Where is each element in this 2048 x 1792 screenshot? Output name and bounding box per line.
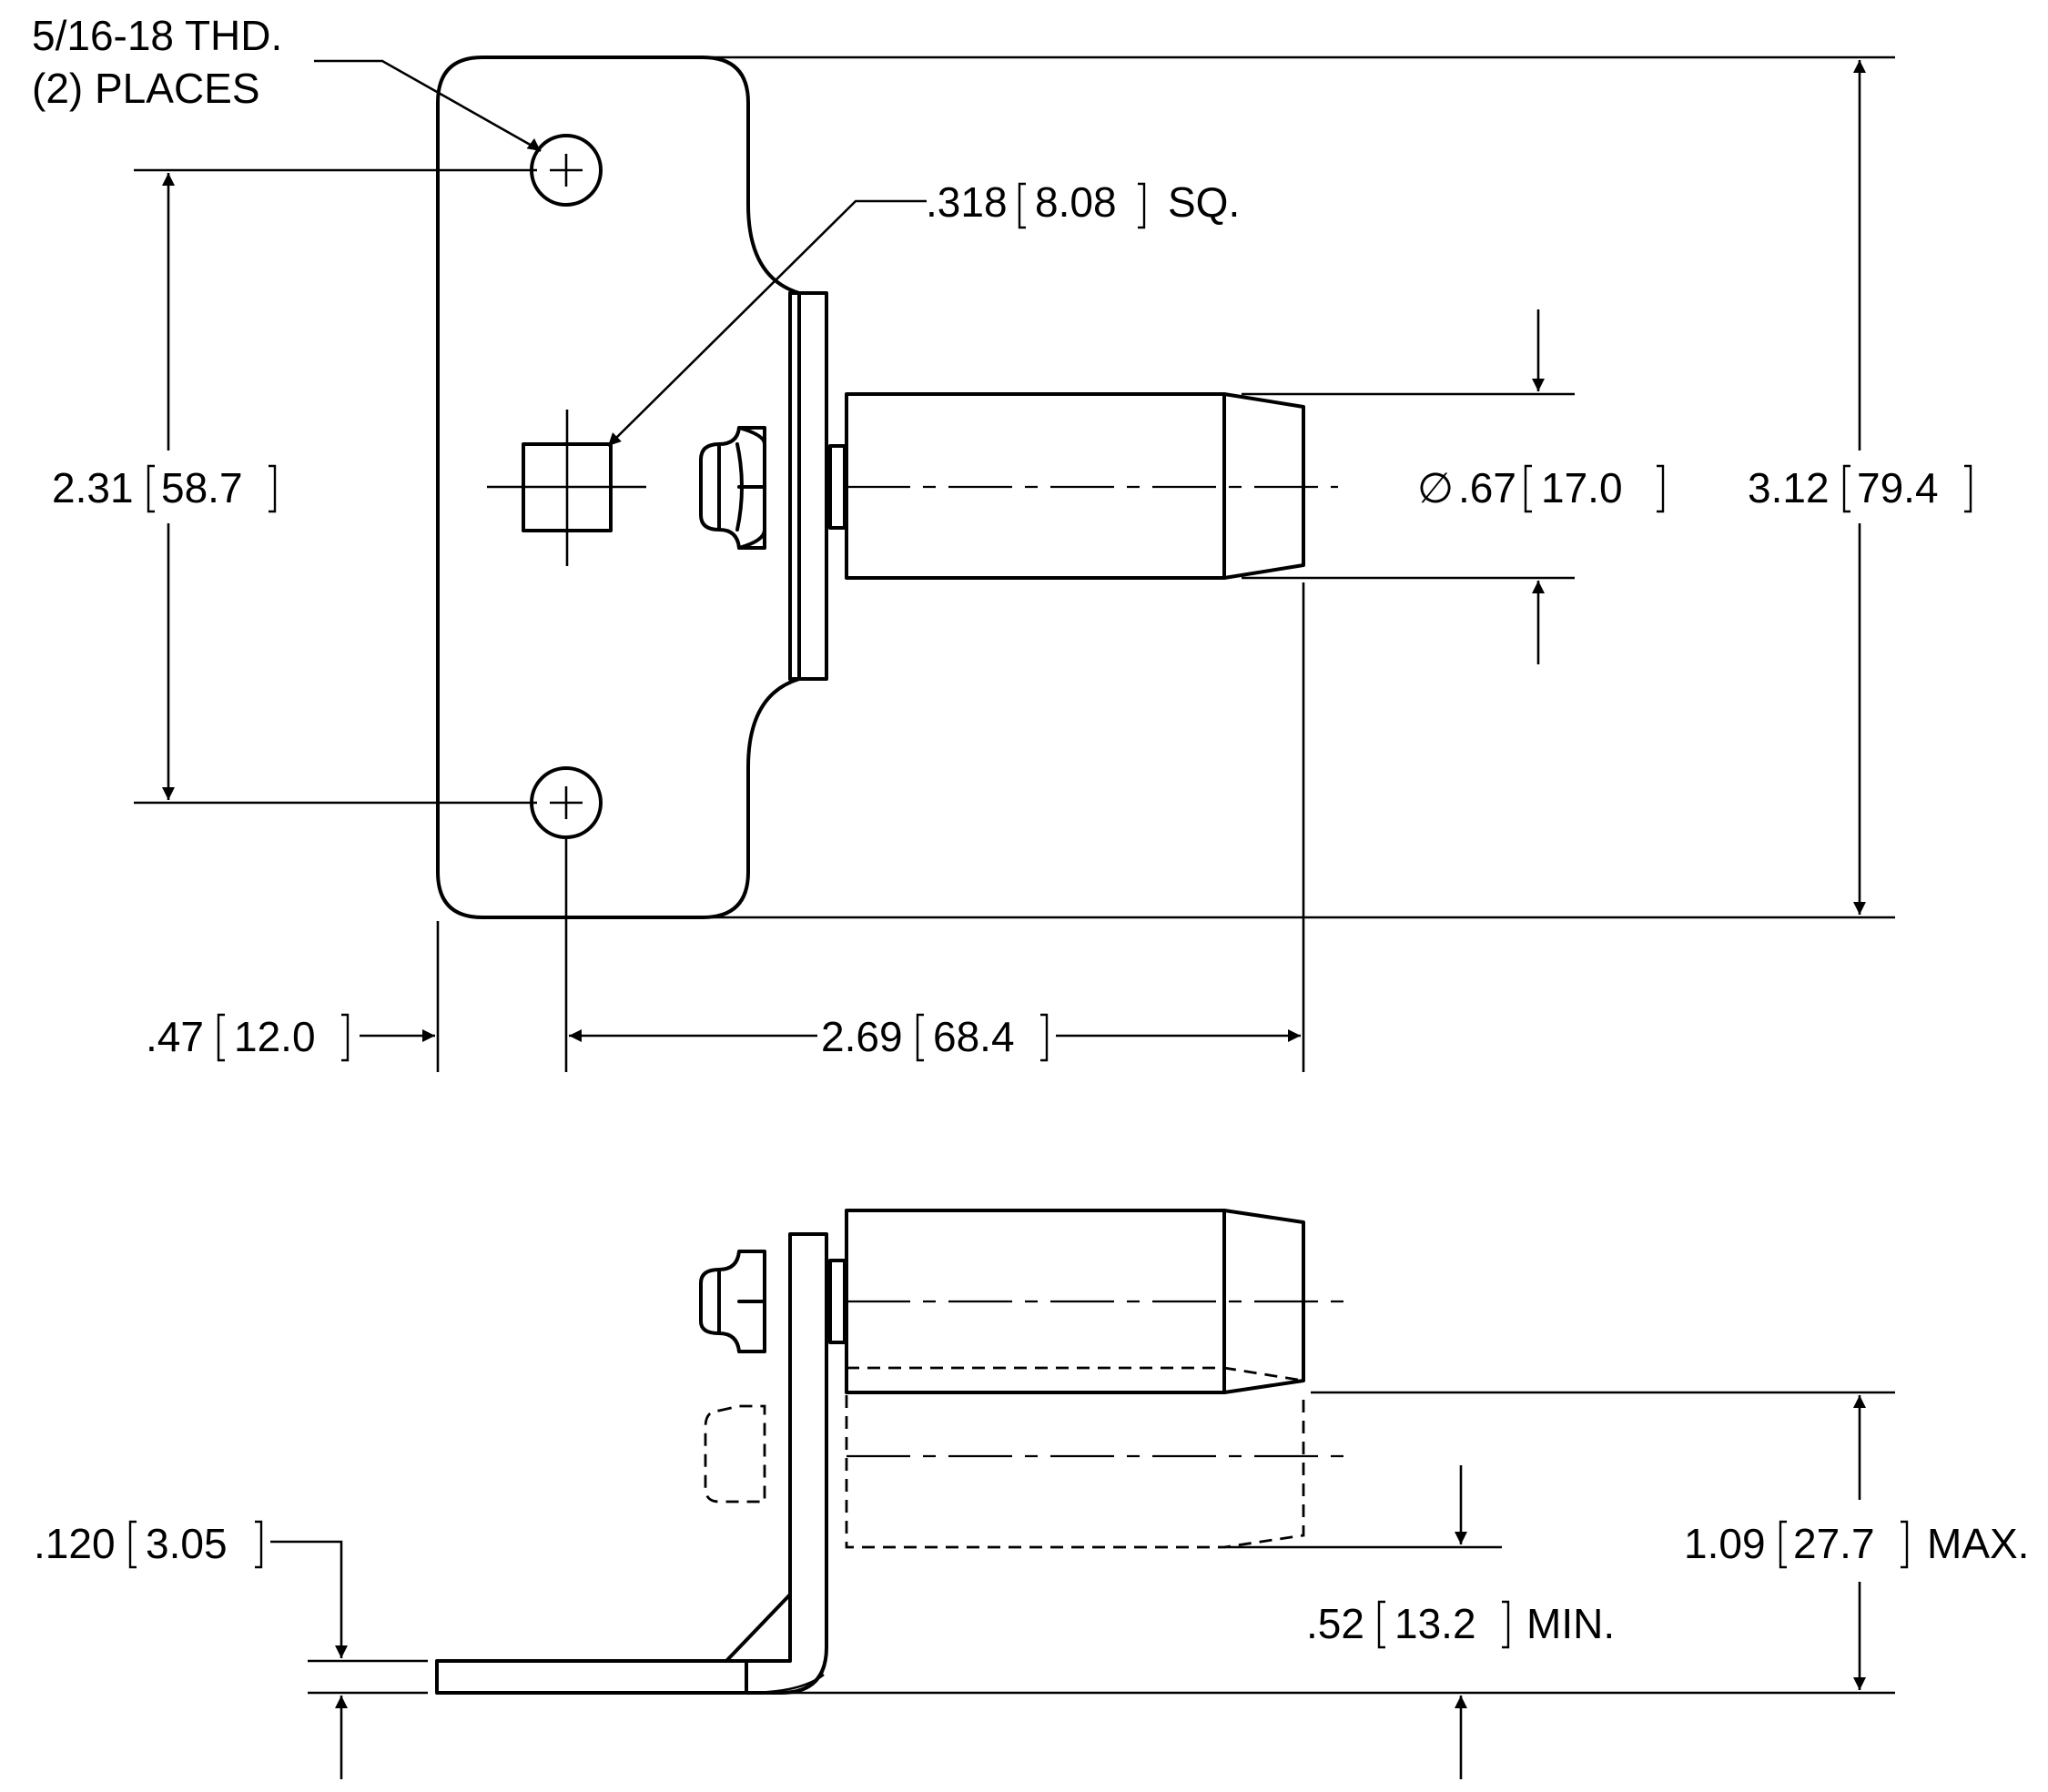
l-bracket — [435, 1232, 828, 1695]
top-view — [436, 56, 1338, 919]
overall-height-inch: 3.12 — [1748, 464, 1830, 511]
hole-spacing-mm: 58.7 — [161, 464, 243, 511]
max-height-mm: 27.7 — [1793, 1520, 1875, 1567]
washer — [828, 444, 847, 530]
max-height-inch: 1.09 — [1684, 1520, 1766, 1567]
acorn-cap — [699, 442, 721, 532]
hidden-pin — [845, 1395, 1305, 1549]
hole-to-pin-mm: 68.4 — [933, 1013, 1015, 1060]
min-height-mm: 13.2 — [1394, 1600, 1476, 1647]
dimension-lines — [134, 56, 1895, 1779]
plate-outline — [436, 56, 801, 919]
edge-to-hole-inch: .47 — [146, 1013, 204, 1060]
hole-to-pin-inch: 2.69 — [821, 1013, 903, 1060]
thread-callout-line1: 5/16-18 THD. — [32, 12, 282, 59]
square-size-mm: 8.08 — [1035, 178, 1117, 226]
hidden-nut — [704, 1404, 766, 1503]
min-height-inch: .52 — [1306, 1600, 1364, 1647]
hole-spacing-inch: 2.31 — [52, 464, 134, 511]
flange-face — [788, 291, 828, 681]
pin-diameter-symbol: ∅ — [1417, 464, 1454, 511]
min-height-suffix: MIN. — [1526, 1600, 1615, 1647]
dimension-text: 5/16-18 THD. (2) PLACES .318 8.08 SQ. 2.… — [32, 12, 2029, 1649]
pin-diameter-mm: 17.0 — [1541, 464, 1623, 511]
plate-thickness-mm: 3.05 — [146, 1520, 228, 1567]
side-view — [435, 1209, 1347, 1695]
square-size-suffix: SQ. — [1168, 178, 1240, 226]
thread-callout-line2: (2) PLACES — [32, 65, 260, 112]
overall-height-mm: 79.4 — [1857, 464, 1939, 511]
square-size-inch: .318 — [926, 178, 1008, 226]
pin-diameter-inch: .67 — [1458, 464, 1516, 511]
plate-thickness-inch: .120 — [34, 1520, 116, 1567]
max-height-suffix: MAX. — [1927, 1520, 2029, 1567]
edge-to-hole-mm: 12.0 — [234, 1013, 316, 1060]
